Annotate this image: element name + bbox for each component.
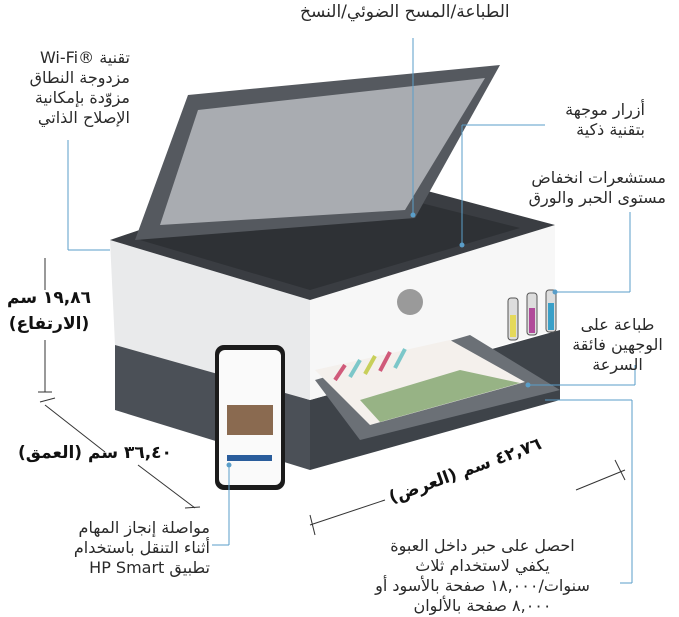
scanner-bed <box>140 180 520 290</box>
duplex-line: الوجهين فائقة <box>572 335 663 354</box>
functions-callout: الطباعة/المسح الضوئي/النسخ <box>300 2 510 22</box>
duplex-callout: طباعة على الوجهين فائقة السرعة <box>565 315 670 375</box>
depth-dimension: ٣٦,٤٠ سم (العمق) <box>18 443 172 463</box>
ink-line: سنوات/١٨,٠٠٠ صفحة بالأسود أو <box>375 576 590 595</box>
wifi-line: الإصلاح الذاتي <box>37 108 130 127</box>
wifi-line: تقنية ®Wi-Fi <box>39 48 130 67</box>
hp-smart-line: مواصلة إنجاز المهام <box>78 518 210 537</box>
wifi-line: مزدوجة النطاق <box>29 68 130 87</box>
hp-smart-line: تطبيق HP Smart <box>89 558 210 577</box>
ink-line: احصل على حبر داخل العبوة <box>390 536 575 555</box>
dimension-lines <box>38 258 626 536</box>
smart-buttons-line: أزرار موجهة <box>565 100 645 119</box>
printer-body-front <box>310 225 555 400</box>
smart-buttons-callout: أزرار موجهة بتقنية ذكية <box>545 100 645 140</box>
sensors-line: مستوى الحبر والورق <box>528 188 666 207</box>
ink-line: ٨,٠٠٠ صفحة بالألوان <box>413 596 552 615</box>
height-value: ١٩,٨٦ سم <box>7 288 91 308</box>
sensors-line: مستشعرات انخفاض <box>531 168 666 187</box>
height-label: (الارتفاع) <box>8 314 90 334</box>
hp-smart-line: أثناء التنقل باستخدام <box>73 538 210 557</box>
ink-line: يكفي لاستخدام ثلاث <box>415 556 550 575</box>
sensors-callout: مستشعرات انخفاض مستوى الحبر والورق <box>488 168 666 208</box>
callout-lines <box>67 38 636 584</box>
hp-smart-callout: مواصلة إنجاز المهام أثناء التنقل باستخدا… <box>30 518 210 578</box>
height-dimension: ١٩,٨٦ سم (الارتفاع) <box>4 285 94 337</box>
lid-glass <box>160 78 485 225</box>
duplex-line: السرعة <box>592 355 643 374</box>
smart-buttons-line: بتقنية ذكية <box>576 120 645 139</box>
hp-logo-icon <box>397 289 423 315</box>
wifi-line: مزوّدة بإمكانية <box>34 88 130 107</box>
ink-callout: احصل على حبر داخل العبوة يكفي لاستخدام ث… <box>345 536 620 616</box>
duplex-line: طباعة على <box>580 315 655 334</box>
wifi-callout: تقنية ®Wi-Fi مزدوجة النطاق مزوّدة بإمكان… <box>8 48 130 128</box>
